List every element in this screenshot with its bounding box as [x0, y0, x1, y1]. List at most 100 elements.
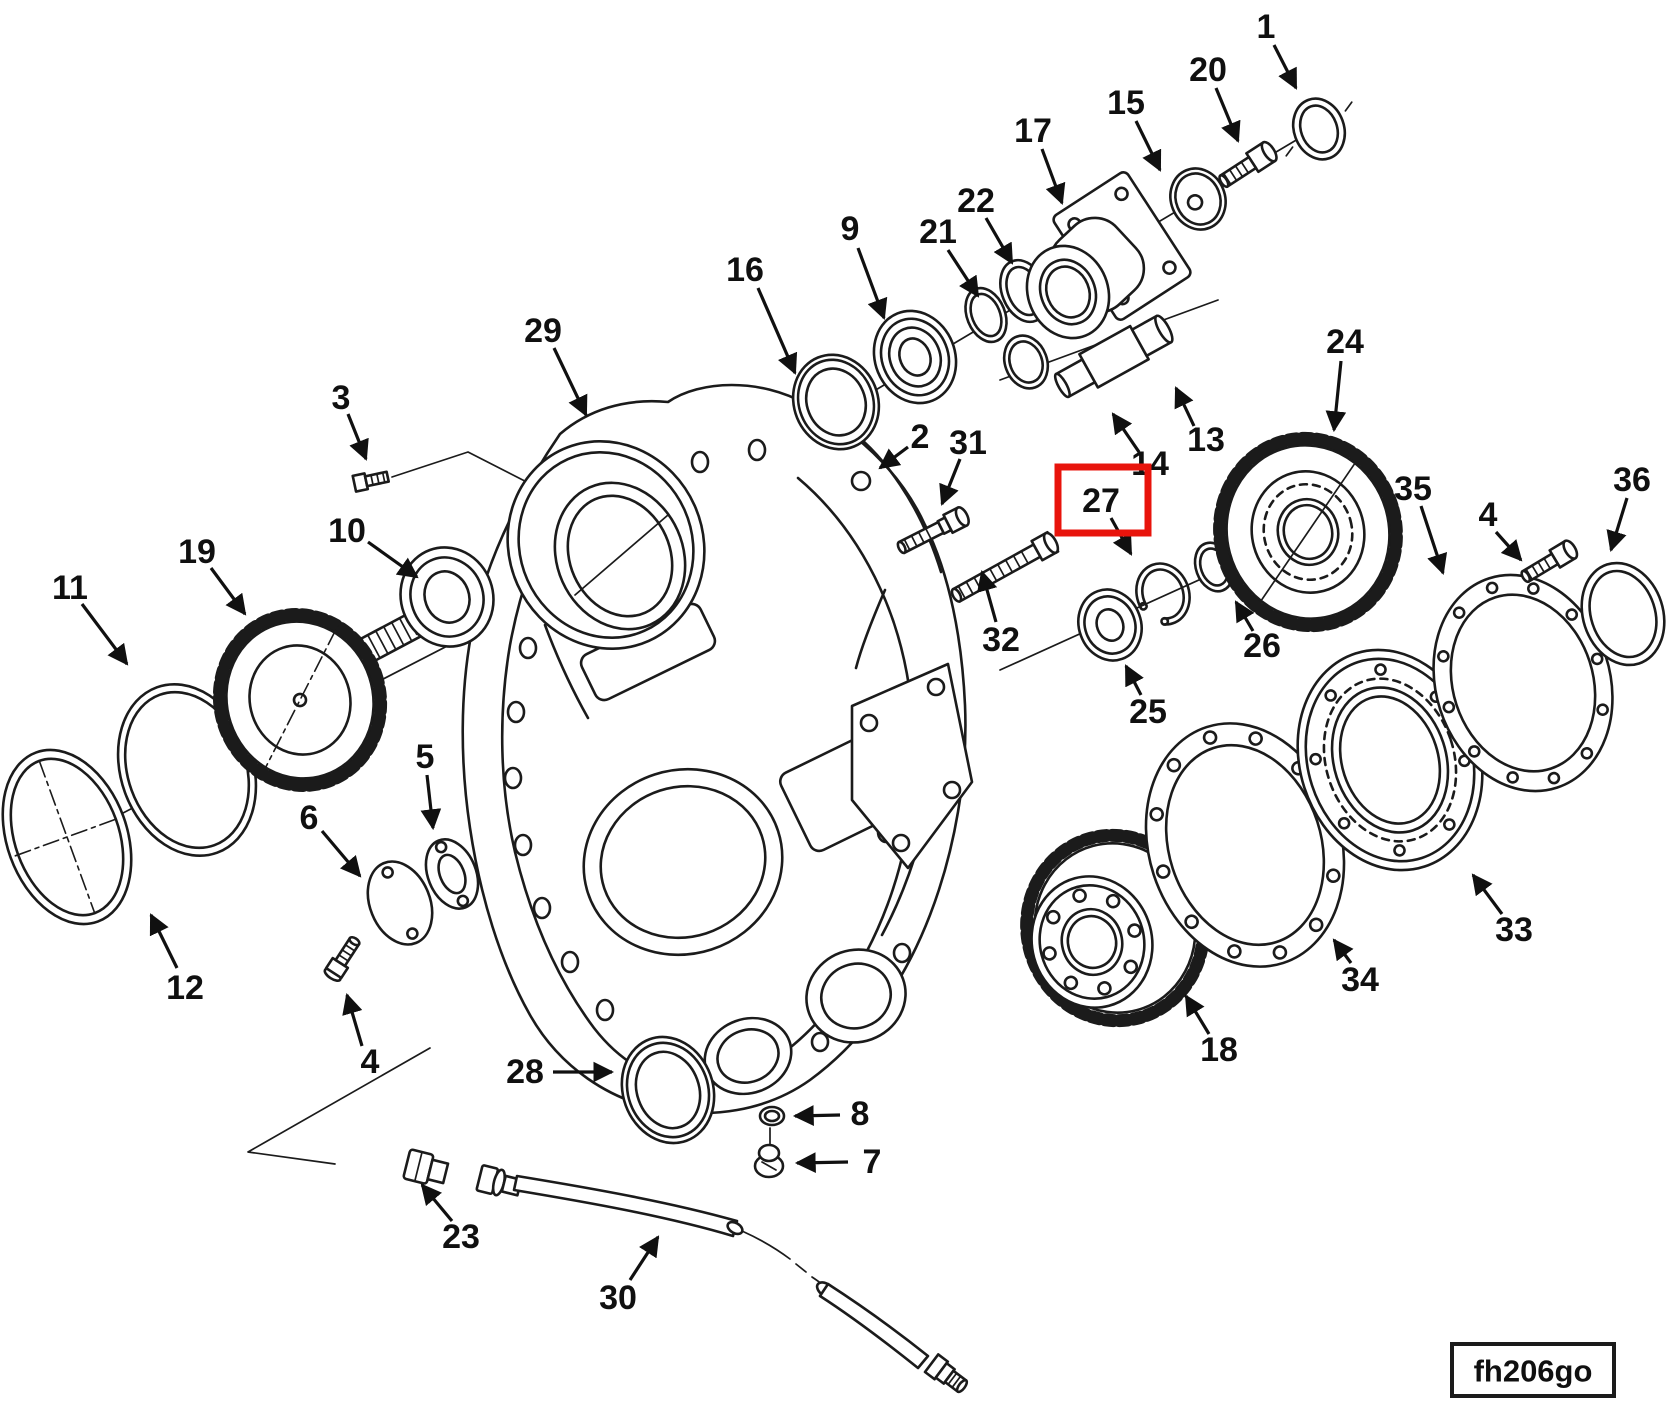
callout-20-label: 20 [1189, 51, 1227, 89]
leader-13 [1174, 386, 1196, 427]
callout-18-label: 18 [1200, 1031, 1238, 1069]
housing-upper-boss [506, 439, 706, 651]
leader-15 [1134, 120, 1162, 172]
callout-7-label: 7 [863, 1143, 882, 1181]
flywheel-housing [461, 383, 974, 1115]
callout-12-label: 12 [166, 969, 204, 1007]
housing-lower-boss [805, 948, 907, 1044]
leader-21 [946, 249, 980, 298]
callout-26-label: 26 [1243, 627, 1281, 665]
part-2-ball [850, 470, 872, 492]
part-34-gasket [1144, 722, 1346, 968]
part-13-shaft [1053, 314, 1174, 399]
part-23-fitting [402, 1148, 523, 1197]
figure-code-label: fh206go [1474, 1354, 1593, 1389]
leader-4-lower [342, 993, 364, 1047]
part-30-hose [512, 1174, 969, 1394]
callout-30-label: 30 [599, 1279, 637, 1317]
diagram-linework [1, 97, 1666, 1394]
part-8-ring [758, 1105, 786, 1127]
part-7-plug [753, 1143, 785, 1179]
leader-36 [1606, 497, 1629, 552]
leader-7 [794, 1152, 849, 1174]
callout-23-label: 23 [442, 1218, 480, 1256]
part-31-bolt [896, 506, 970, 555]
part-19-gear [212, 608, 388, 792]
part-28-oil-seal [620, 1035, 716, 1145]
callout-2-label: 2 [911, 418, 930, 456]
callout-29-label: 29 [524, 312, 562, 350]
leader-34 [1332, 938, 1354, 964]
leader-20 [1214, 87, 1241, 143]
leader-18 [1184, 994, 1211, 1035]
part-14-o-ring [1002, 334, 1050, 390]
leader-32 [977, 569, 998, 623]
part-36-o-ring [1580, 561, 1666, 667]
callout-28-label: 28 [506, 1053, 544, 1091]
callout-36-label: 36 [1613, 461, 1651, 499]
part-5-gasket [424, 838, 480, 910]
callout-4-upper-label: 4 [1479, 496, 1498, 534]
callout-5-label: 5 [416, 738, 435, 776]
part-32-bolt [950, 530, 1060, 603]
part-33-retainer-flange [1296, 648, 1484, 872]
callout-13-label: 13 [1187, 421, 1225, 459]
part-10-bearing [399, 546, 495, 648]
part-25-bearing [1077, 588, 1143, 662]
leader-9 [856, 247, 888, 320]
leader-23 [420, 1183, 454, 1223]
housing-mounting-pad [850, 662, 974, 870]
leader-26 [1234, 600, 1255, 632]
callout-17-label: 17 [1014, 112, 1052, 150]
leader-24 [1325, 360, 1347, 433]
callout-24-label: 24 [1326, 323, 1364, 361]
leader-19 [209, 567, 247, 616]
callout-15-label: 15 [1107, 84, 1145, 122]
callout-34-label: 34 [1341, 961, 1379, 999]
callout-22-label: 22 [957, 182, 995, 220]
leader-22 [984, 217, 1014, 265]
part-15-washer [1169, 167, 1227, 231]
leader-31 [939, 458, 962, 506]
leader-25 [1124, 664, 1144, 696]
callout-10-label: 10 [328, 512, 366, 550]
callout-19-label: 19 [178, 533, 216, 571]
part-12-cover-plate [1, 748, 133, 926]
leader-3 [346, 413, 369, 461]
leader-17 [1040, 148, 1066, 205]
part-24-gear [1213, 431, 1403, 633]
callout-4-lower-label: 4 [361, 1043, 380, 1081]
callout-1-label: 1 [1257, 8, 1276, 46]
callout-6-label: 6 [300, 799, 319, 837]
callout-3-label: 3 [332, 379, 351, 417]
part-27-snap-ring [1135, 562, 1191, 626]
callout-8-label: 8 [851, 1095, 870, 1133]
leader-12 [149, 913, 179, 969]
leader-2 [878, 445, 909, 470]
highlight-box-27 [1054, 463, 1152, 537]
part-20-bolt [1218, 140, 1278, 189]
leader-5 [420, 774, 442, 831]
callout-35-label: 35 [1394, 470, 1432, 508]
leader-10 [367, 540, 419, 579]
part-18-gear-hub [1030, 875, 1154, 1009]
part-6-cover [366, 860, 434, 946]
leader-1 [1272, 44, 1298, 90]
callout-11-label: 11 [52, 569, 88, 607]
figure-code-box: fh206go [1450, 1342, 1616, 1398]
leader-11 [80, 603, 129, 666]
callout-25-label: 25 [1129, 693, 1167, 731]
leader-16 [756, 287, 798, 375]
leader-35 [1419, 505, 1448, 575]
leader-33 [1471, 873, 1504, 915]
callout-32-label: 32 [982, 621, 1020, 659]
callout-16-label: 16 [726, 251, 764, 289]
part-16-seal-ring [791, 353, 881, 451]
part-3-bolt [351, 470, 390, 493]
leader-30 [628, 1235, 660, 1281]
part-17-adapter-housing [1025, 171, 1192, 340]
part-9-bearing [872, 309, 958, 405]
leader-4-upper [1494, 530, 1523, 562]
callout-21-label: 21 [919, 213, 957, 251]
